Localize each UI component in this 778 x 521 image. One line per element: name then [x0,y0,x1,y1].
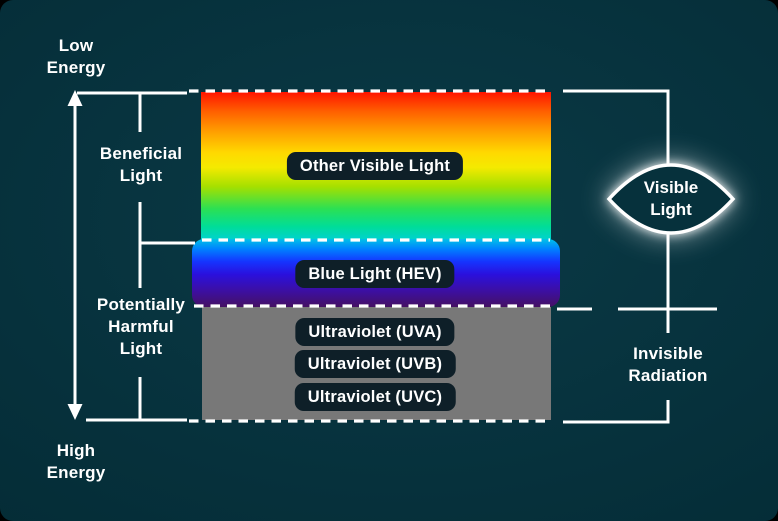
beneficial-light-label: Beneficial Light [99,144,183,185]
visible-bracket-lines [557,89,717,333]
harmful-bracket-lines [86,377,187,422]
visible-light-label: Visible Light [643,178,699,219]
ultraviolet-uva-pill: Ultraviolet (UVA) [295,318,455,346]
potentially-harmful-light-label: Potentially Harmful Light [96,295,186,358]
low-energy-label: Low Energy [46,36,106,77]
spectrum-dashed-borders [189,89,555,423]
ultraviolet-uvc-pill: Ultraviolet (UVC) [294,383,456,411]
invisible-radiation-label: Invisible Radiation [628,344,708,385]
eye-icon [606,163,736,235]
ultraviolet-uvb-pill: Ultraviolet (UVB) [294,350,456,378]
invisible-bracket-lines [563,400,670,424]
high-energy-label: High Energy [46,441,106,482]
energy-arrow [67,90,83,420]
beneficial-bracket-lines [77,91,195,288]
blue-light-hev-pill: Blue Light (HEV) [295,260,455,288]
other-visible-light-pill: Other Visible Light [286,152,464,180]
